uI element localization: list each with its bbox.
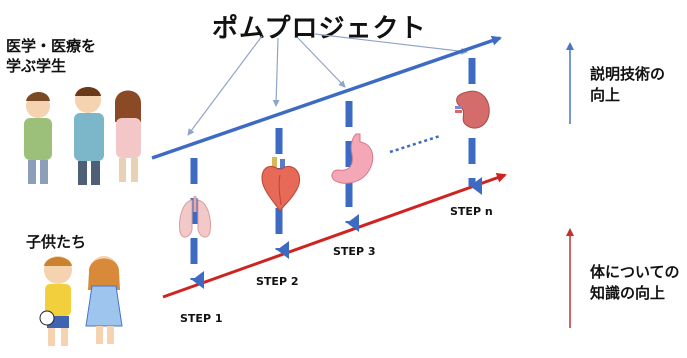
child-avatar: [40, 256, 72, 346]
kidney-icon: [455, 91, 489, 128]
students-illustration: [24, 87, 141, 185]
title-fanout-arrows: [188, 34, 467, 135]
heart-icon: [262, 157, 300, 211]
steps-continuation-dots: [390, 136, 440, 152]
children-growth-arrow: [163, 175, 505, 297]
right-blue-indicator: [566, 42, 574, 124]
student-avatar: [115, 91, 141, 183]
children-illustration: [40, 256, 122, 346]
students-growth-arrow: [152, 38, 500, 158]
child-avatar: [86, 256, 122, 344]
right-red-indicator: [566, 228, 574, 328]
step-down-arrows: [194, 58, 472, 280]
student-avatar: [74, 87, 104, 185]
student-avatar: [24, 92, 52, 184]
stomach-icon: [332, 134, 373, 183]
